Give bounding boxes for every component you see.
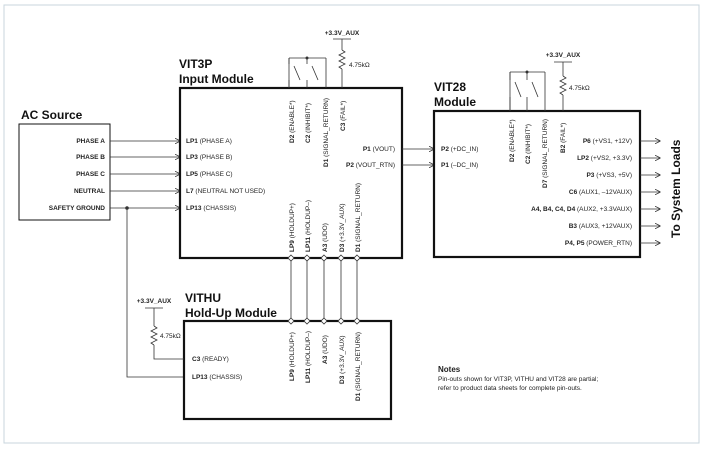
vit28-pin-a4-b4-c4-d4: A4, B4, C4, D4 (AUX2, +3.3VAUX) [531,206,632,213]
vit28-pullup-resistor: 4.75kΩ [569,85,590,92]
vithu-left-pins: C3 (READY) LP13 (CHASSIS) [192,356,242,381]
vit3p-pin-d1-top: D1 (SIGNAL_RETURN) [323,98,330,167]
vit28-left-pins: P2 (+DC_IN) P1 (–DC_IN) [441,146,478,169]
ground-junction-dot [125,206,129,210]
notes-block: Notes Pin-outs shown for VIT3P, VITHU an… [438,365,598,392]
vit3p-pullup-resistor: 4.75kΩ [349,62,370,69]
vit28-pin-d2: D2 (ENABLE*) [509,119,516,162]
vit28-title-1: VIT28 [434,80,466,94]
vit3p-pin-lp9: LP9 (HOLDUP+) [289,203,296,252]
vit3p-pin-d1-bottom: D1 (SIGNAL_RETURN) [355,183,362,252]
vithu-pin-d3: D3 (+3.3V_AUX) [339,335,346,384]
vit28-output-arrows [640,141,660,243]
outer-frame [3,4,700,444]
vit28-right-pins: P6 (+VS1, +12V) LP2 (+VS2, +3.3V) P3 (+V… [531,138,632,247]
vit28-pin-b3: B3 (AUX3, +12VAUX) [569,223,632,230]
vit3p-pin-p2: P2 (VOUT_RTN) [346,162,395,169]
vit3p-pin-lp11: LP11 (HOLDUP–) [305,200,312,252]
vithu-ready-circuit: +3.3V_AUX 4.75kΩ [137,298,184,360]
vit28-pin-p4-p5: P4, P5 (POWER_RTN) [565,240,632,247]
vit3p-box [178,86,404,260]
vit3p-pin-d2: D2 (ENABLE*) [289,100,296,143]
vit3p-pin-lp3: LP3 (PHASE B) [186,154,232,161]
vithu-top-pins: LP9 (HOLDUP+) LP11 (HOLDUP–) A3 (UDO) D3… [289,331,362,401]
notes-line-1: Pin-outs shown for VIT3P, VITHU and VIT2… [438,376,598,383]
vithu-title-2: Hold-Up Module [185,306,277,320]
vithu-pin-lp11: LP11 (HOLDUP–) [305,331,312,383]
vit3p-top-circuit: +3.3V_AUX 4.75kΩ [288,30,370,88]
vit3p-pin-lp1: LP1 (PHASE A) [186,138,232,145]
vit3p-pin-l7: L7 (NEUTRAL NOT USED) [186,188,265,195]
vit3p-left-pins: LP1 (PHASE A) LP3 (PHASE B) LP5 (PHASE C… [186,138,265,212]
vit3p-pin-a3: A3 (UDO) [322,223,329,252]
vithu-pin-lp13: LP13 (CHASSIS) [192,374,242,381]
vit3p-title-1: VIT3P [179,57,212,71]
vithu-pin-d1: D1 (SIGNAL_RETURN) [355,332,362,401]
dc-link-wires [402,149,434,165]
vit3p-bottom-pins: LP9 (HOLDUP+) LP11 (HOLDUP–) A3 (UDO) D3… [289,183,362,252]
ac-row-neutral: NEUTRAL [74,188,105,195]
holdup-interconnect [290,258,358,321]
vithu-pin-c3: C3 (READY) [192,356,229,363]
vit3p-top-pins: D2 (ENABLE*) C2 (INHIBIT*) D1 (SIGNAL_RE… [289,98,347,167]
interconnect-diamonds [287,254,361,325]
system-loads-label: To System Loads [669,139,683,238]
vit28-pin-p6: P6 (+VS1, +12V) [583,138,632,145]
vit28-pin-p3: P3 (+VS3, +5V) [586,172,632,179]
vit3p-pin-c3: C3 (FAIL*) [340,101,347,131]
vit28-pin-c6: C6 (AUX1, –12VAUX) [569,189,632,196]
ac-row-phase-b: PHASE B [76,154,105,161]
vit3p-pin-p1: P1 (VOUT) [363,146,395,153]
ac-source-box [18,123,111,221]
vit28-pin-b2: B2 (FAIL*) [560,123,567,153]
notes-line-2: refer to product data sheets for complet… [438,385,582,392]
ac-source-rows: PHASE A PHASE B PHASE C NEUTRAL SAFETY G… [49,138,106,212]
notes-title: Notes [438,365,461,374]
vithu-pin-lp9: LP9 (HOLDUP+) [289,332,296,381]
vit3p-supply-rail: +3.3V_AUX [325,30,360,37]
vit28-box [432,109,642,259]
vit28-top-pins: D2 (ENABLE*) C2 (INHIBIT*) D7 (SIGNAL_RE… [509,119,567,188]
vit3p-right-pins: P1 (VOUT) P2 (VOUT_RTN) [346,146,395,169]
vithu-pin-a3: A3 (UDO) [322,335,329,364]
vit28-pin-d7: D7 (SIGNAL_RETURN) [542,119,549,188]
vithu-title-1: VITHU [185,291,221,305]
vit28-supply-rail: +3.3V_AUX [546,52,581,59]
vit28-pin-p2: P2 (+DC_IN) [441,146,478,153]
ac-row-safety-ground: SAFETY GROUND [49,205,106,212]
ac-row-phase-a: PHASE A [76,138,105,145]
vit28-top-circuit: +3.3V_AUX 4.75kΩ [509,52,590,111]
vit3p-pin-lp5: LP5 (PHASE C) [186,171,233,178]
vit28-title-2: Module [434,95,476,109]
vit3p-pin-c2: C2 (INHIBIT*) [305,103,312,143]
vithu-box [182,319,393,421]
ac-source-title: AC Source [21,108,83,122]
vit28-pin-lp2: LP2 (+VS2, +3.3V) [577,155,632,162]
vit28-pin-c2: C2 (INHIBIT*) [525,124,532,164]
vit3p-pin-d3: D3 (+3.3V_AUX) [339,203,346,252]
ac-wires [110,141,184,378]
vithu-pullup-resistor: 4.75kΩ [160,333,181,340]
vithu-supply-rail: +3.3V_AUX [137,298,172,305]
vit3p-title-2: Input Module [179,72,254,86]
vit3p-pin-lp13: LP13 (CHASSIS) [186,205,236,212]
vit28-pin-p1: P1 (–DC_IN) [441,162,478,169]
ac-row-phase-c: PHASE C [76,171,105,178]
